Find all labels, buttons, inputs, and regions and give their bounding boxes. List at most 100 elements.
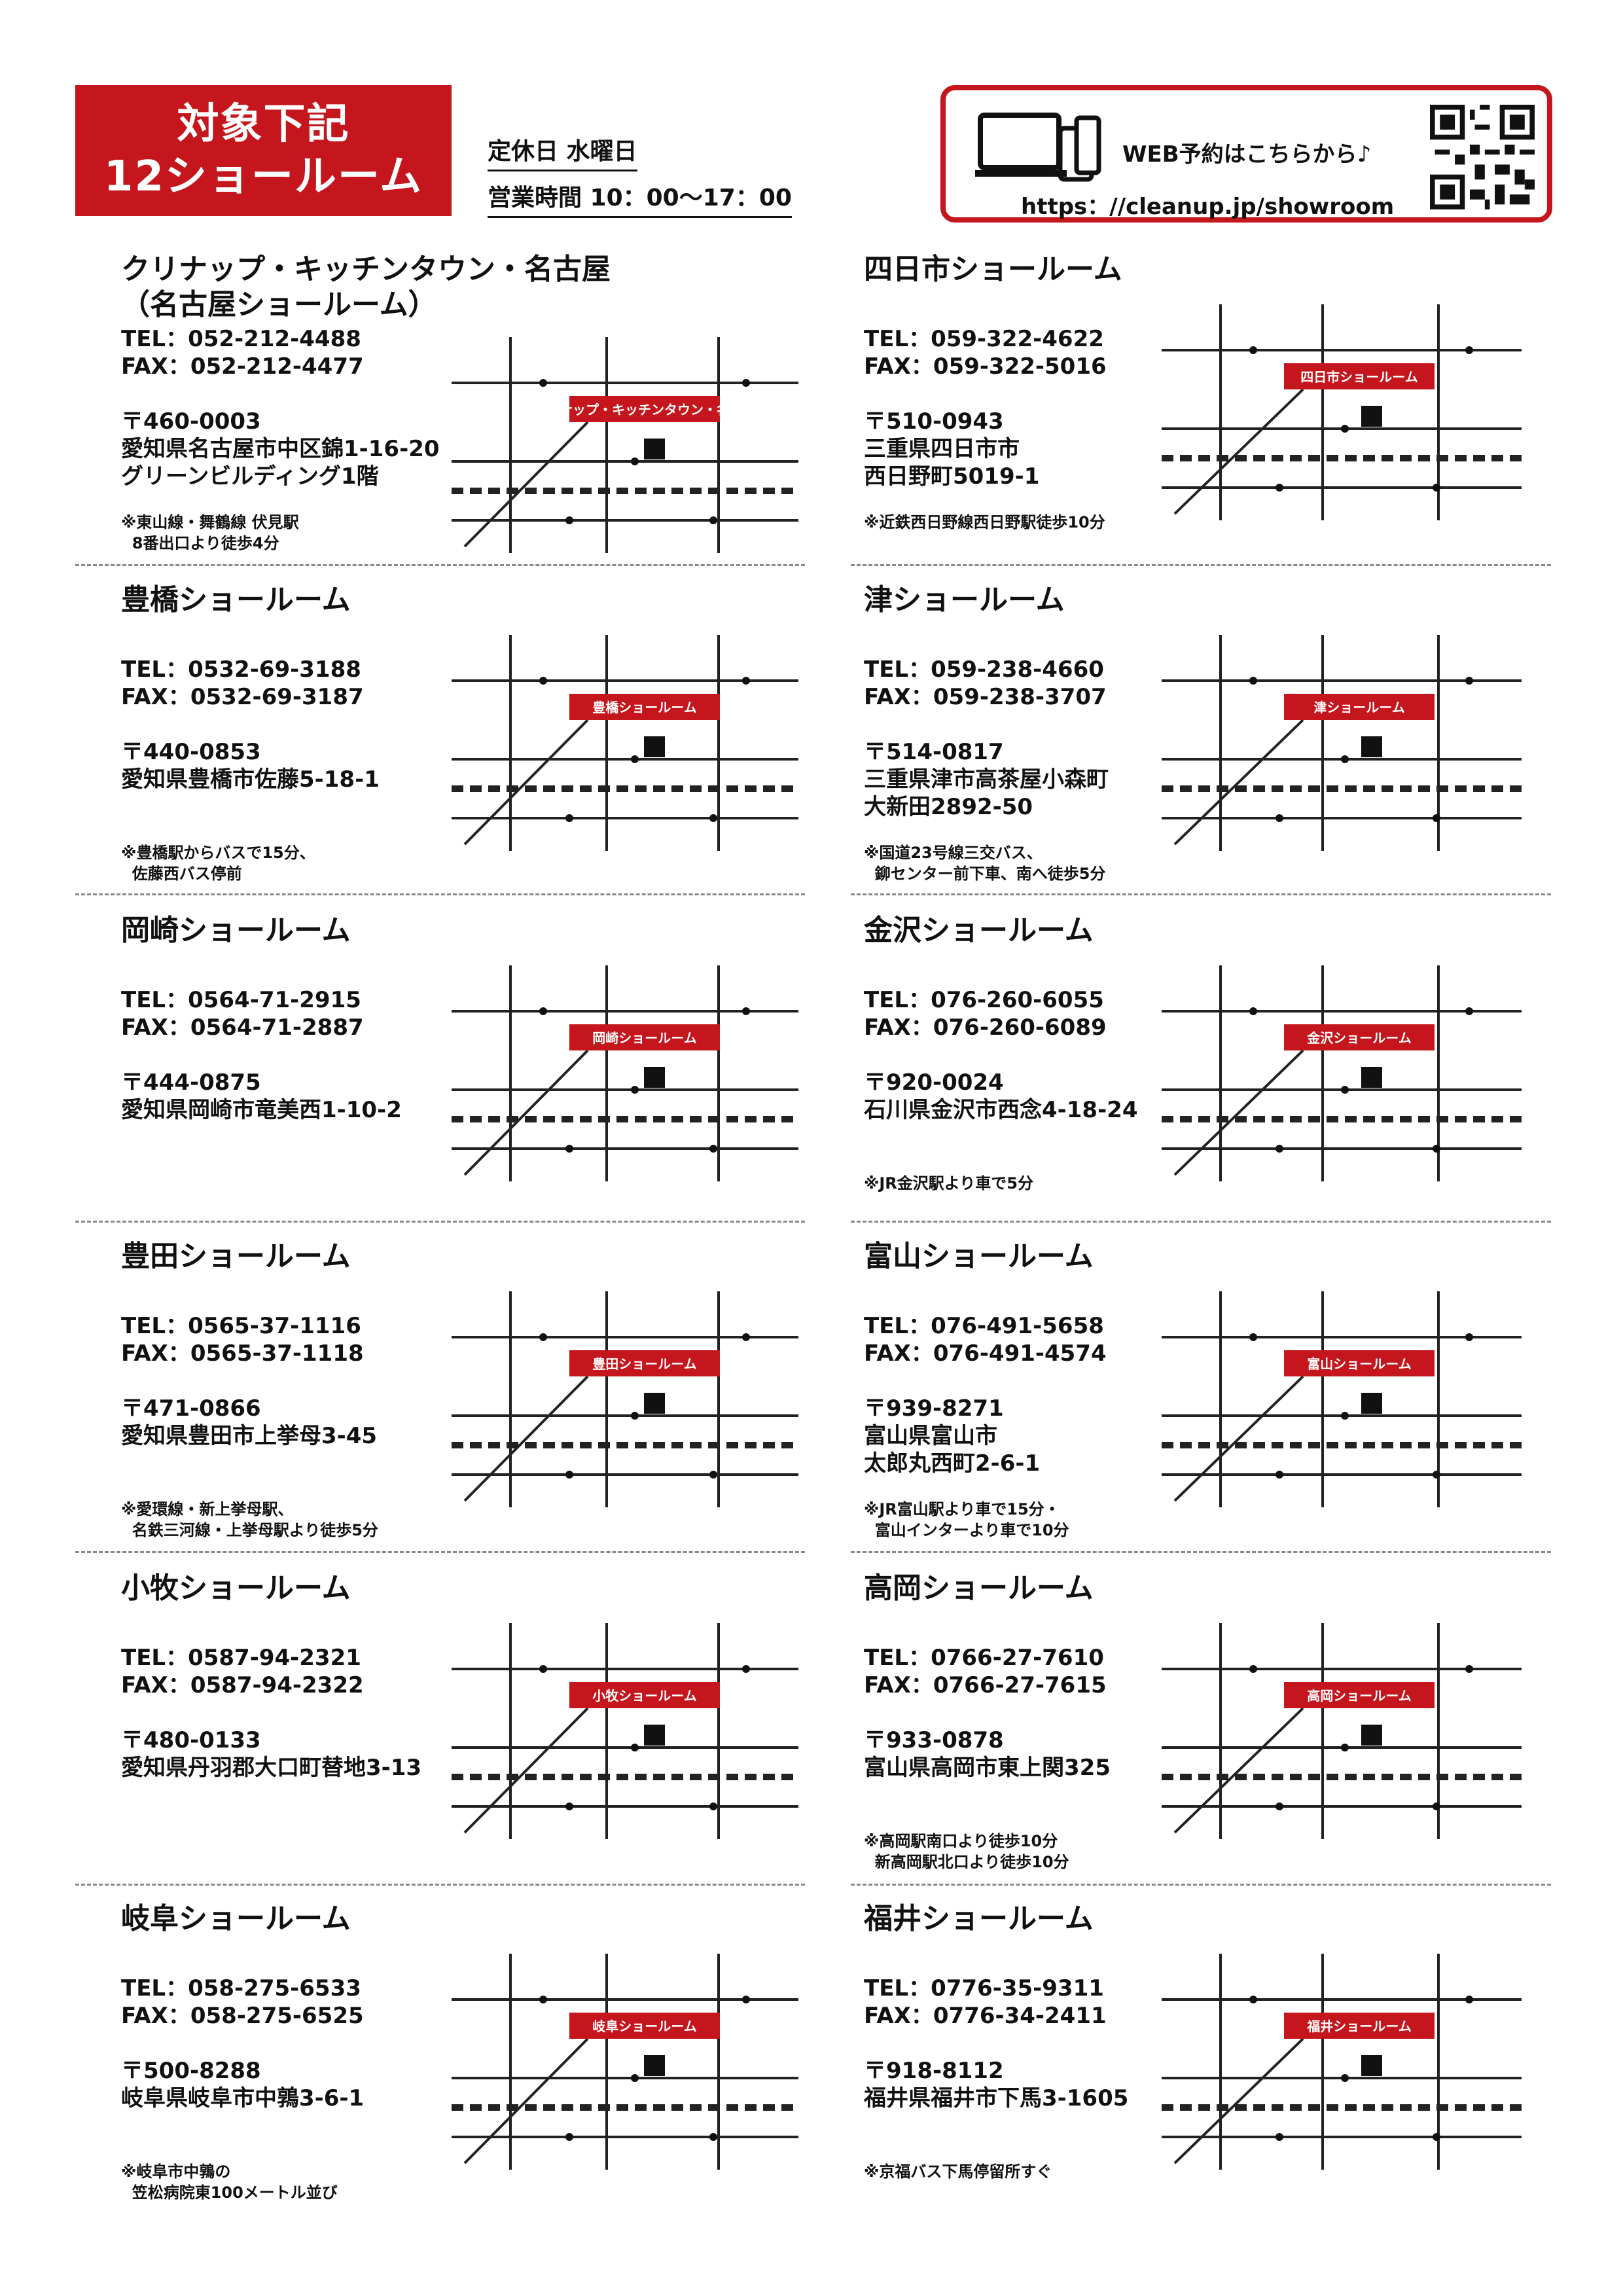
web-reservation-label: WEB予約はこちらから♪ — [1122, 141, 1372, 168]
web-reservation-box[interactable]: WEB予約はこちらから♪ https：//cleanup.jp/showroom — [940, 85, 1552, 223]
title-banner: 対象下記 12ショールーム — [75, 85, 452, 216]
map-showroom-label: 四日市ショールーム — [1300, 369, 1418, 385]
access-map: 富山ショールーム — [1149, 1278, 1535, 1520]
showroom-name: 豊橋ショールーム — [121, 583, 351, 617]
showroom-card: クリナップ・キッチンタウン・名古屋（名古屋ショールーム）TEL：052-212-… — [72, 252, 818, 579]
address-line2: グリーンビルディング1階 — [121, 463, 379, 490]
postal-code: 〒918-8112 — [864, 2058, 1004, 2084]
address-line1: 岐阜県岐阜市中鶉3-6-1 — [121, 2085, 365, 2111]
access-map: 四日市ショールーム — [1149, 291, 1535, 533]
postal-code: 〒480-0133 — [121, 1727, 261, 1753]
fax-number: FAX：0776-34-2411 — [864, 2003, 1107, 2029]
access-note: ※豊橋駅からバスで15分、 佐藤西バス停前 — [121, 844, 315, 883]
address-line2: 大新田2892-50 — [864, 794, 1033, 820]
title-line1: 対象下記 — [177, 100, 350, 149]
map-showroom-label: 津ショールーム — [1313, 700, 1404, 715]
tel-number: TEL：059-322-4622 — [864, 326, 1104, 352]
address-line1: 愛知県丹羽郡大口町替地3-13 — [121, 1755, 422, 1781]
web-url[interactable]: https：//cleanup.jp/showroom — [1021, 194, 1395, 220]
address-line1: 愛知県名古屋市中区錦1-16-20 — [121, 436, 440, 462]
access-note: ※岐阜市中鶉の 笠松病院東100メートル並び — [121, 2162, 338, 2202]
qr-code-icon[interactable] — [1430, 105, 1535, 209]
postal-code: 〒920-0024 — [864, 1069, 1004, 1096]
access-map: 豊橋ショールーム — [438, 622, 812, 864]
tel-number: TEL：0532-69-3188 — [121, 656, 361, 683]
map-showroom-label: 豊橋ショールーム — [592, 700, 696, 715]
postal-code: 〒933-0878 — [864, 1727, 1004, 1753]
divider — [851, 893, 1551, 895]
map-showroom-label: 豊田ショールーム — [592, 1356, 696, 1372]
map-showroom-label: 小牧ショールーム — [592, 1688, 696, 1704]
address-line1: 愛知県岡崎市竜美西1-10-2 — [121, 1097, 402, 1123]
tel-number: TEL：058-275-6533 — [121, 1975, 361, 2001]
divider — [851, 1884, 1551, 1886]
fax-number: FAX：058-275-6525 — [121, 2003, 364, 2029]
fax-number: FAX：0565-37-1118 — [121, 1340, 364, 1367]
access-map: 豊田ショールーム — [438, 1278, 812, 1520]
tel-number: TEL：076-260-6055 — [864, 987, 1104, 1013]
divider — [851, 1551, 1551, 1553]
divider — [75, 1884, 805, 1886]
access-note: ※近鉄西日野線西日野駅徒歩10分 — [864, 513, 1105, 531]
divider — [851, 564, 1551, 566]
map-showroom-label: 岐阜ショールーム — [592, 2018, 696, 2034]
access-map: 福井ショールーム — [1149, 1941, 1535, 2183]
business-hours: 定休日 水曜日 営業時間 10：00〜17：00 — [488, 134, 792, 227]
postal-code: 〒500-8288 — [121, 2058, 261, 2084]
showroom-name: 高岡ショールーム — [864, 1571, 1094, 1605]
showroom-name: 小牧ショールーム — [121, 1571, 351, 1605]
divider — [75, 564, 805, 566]
showroom-subname: （名古屋ショールーム） — [121, 288, 437, 321]
divider — [851, 1221, 1551, 1223]
access-note: ※愛環線・新上挙母駅、 名鉄三河線・上挙母駅より徒歩5分 — [121, 1500, 378, 1539]
showroom-name: 津ショールーム — [864, 583, 1065, 617]
tel-number: TEL：0587-94-2321 — [121, 1645, 361, 1671]
address-line1: 石川県金沢市西念4-18-24 — [864, 1097, 1138, 1123]
postal-code: 〒471-0866 — [121, 1395, 261, 1422]
tel-number: TEL：076-491-5658 — [864, 1313, 1104, 1339]
devices-icon — [975, 113, 1101, 182]
tel-number: TEL：059-238-4660 — [864, 656, 1104, 683]
address-line1: 富山県高岡市東上関325 — [864, 1755, 1111, 1781]
access-map: クリナップ・キッチンタウン・名古屋 — [438, 324, 812, 566]
tel-number: TEL：0766-27-7610 — [864, 1645, 1104, 1671]
divider — [75, 893, 805, 895]
fax-number: FAX：076-260-6089 — [864, 1014, 1107, 1041]
fax-number: FAX：0532-69-3187 — [121, 684, 364, 710]
postal-code: 〒939-8271 — [864, 1395, 1004, 1422]
fax-number: FAX：059-238-3707 — [864, 684, 1107, 710]
address-line1: 愛知県豊田市上挙母3-45 — [121, 1423, 378, 1449]
access-note: ※JR金沢駅より車で5分 — [864, 1174, 1033, 1193]
access-map: 金沢ショールーム — [1149, 952, 1535, 1194]
showroom-name: 豊田ショールーム — [121, 1240, 351, 1273]
map-showroom-label: 岡崎ショールーム — [592, 1030, 696, 1046]
fax-number: FAX：076-491-4574 — [864, 1340, 1107, 1367]
access-note: ※JR富山駅より車で15分・ 富山インターより車で10分 — [864, 1500, 1069, 1539]
access-note: ※国道23号線三交バス、 鉚センター前下車、南へ徒歩5分 — [864, 844, 1106, 883]
divider — [75, 1221, 805, 1223]
tel-number: TEL：0776-35-9311 — [864, 1975, 1104, 2001]
address-line1: 三重県四日市市 — [864, 436, 1020, 462]
tel-number: TEL：0565-37-1116 — [121, 1313, 361, 1339]
map-showroom-label: クリナップ・キッチンタウン・名古屋 — [533, 402, 756, 418]
showroom-name: 四日市ショールーム — [864, 253, 1122, 286]
showroom-name: 岐阜ショールーム — [121, 1902, 351, 1935]
address-line1: 富山県富山市 — [864, 1423, 997, 1449]
access-map: 高岡ショールーム — [1149, 1610, 1535, 1852]
fax-number: FAX：059-322-5016 — [864, 353, 1107, 380]
postal-code: 〒444-0875 — [121, 1069, 261, 1096]
access-map: 小牧ショールーム — [438, 1610, 812, 1852]
map-showroom-label: 富山ショールーム — [1307, 1356, 1411, 1372]
map-showroom-label: 福井ショールーム — [1306, 2018, 1411, 2034]
showroom-name: 岡崎ショールーム — [121, 914, 351, 947]
